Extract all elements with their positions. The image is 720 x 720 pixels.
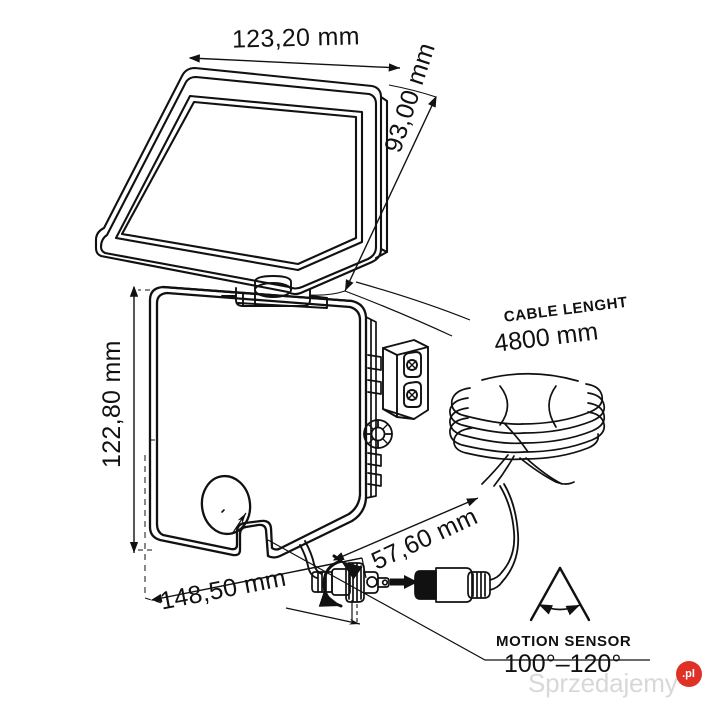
- wall-mount-bracket: [382, 339, 429, 420]
- lamp-housing: [148, 285, 368, 559]
- sensor-detection-cone: [529, 566, 591, 622]
- construction-lines: [144, 455, 166, 605]
- coiled-cable: [449, 372, 606, 487]
- tilt-adjust-knob: [363, 419, 393, 449]
- dimension-thickness: [285, 497, 479, 625]
- cable-connector-female: [414, 567, 503, 603]
- solar-panel: [94, 66, 389, 296]
- insertion-arrow: [390, 575, 418, 589]
- dimension-body-height: [129, 285, 158, 553]
- leader-lines: [231, 281, 650, 661]
- dimension-panel-width: [188, 54, 401, 72]
- cable-to-coil: [499, 483, 520, 583]
- dimension-label-panel-width: 123,20 mm: [231, 22, 361, 54]
- callout-value-motion-sensor-angle: 100°–120°: [504, 650, 622, 678]
- callout-title-motion-sensor: MOTION SENSOR: [496, 633, 632, 650]
- dimension-label-body-height: 122,80 mm: [98, 340, 126, 468]
- dimension-panel-depth: [309, 84, 437, 296]
- panel-hinge: [221, 275, 328, 309]
- housing-side-face: [365, 316, 382, 499]
